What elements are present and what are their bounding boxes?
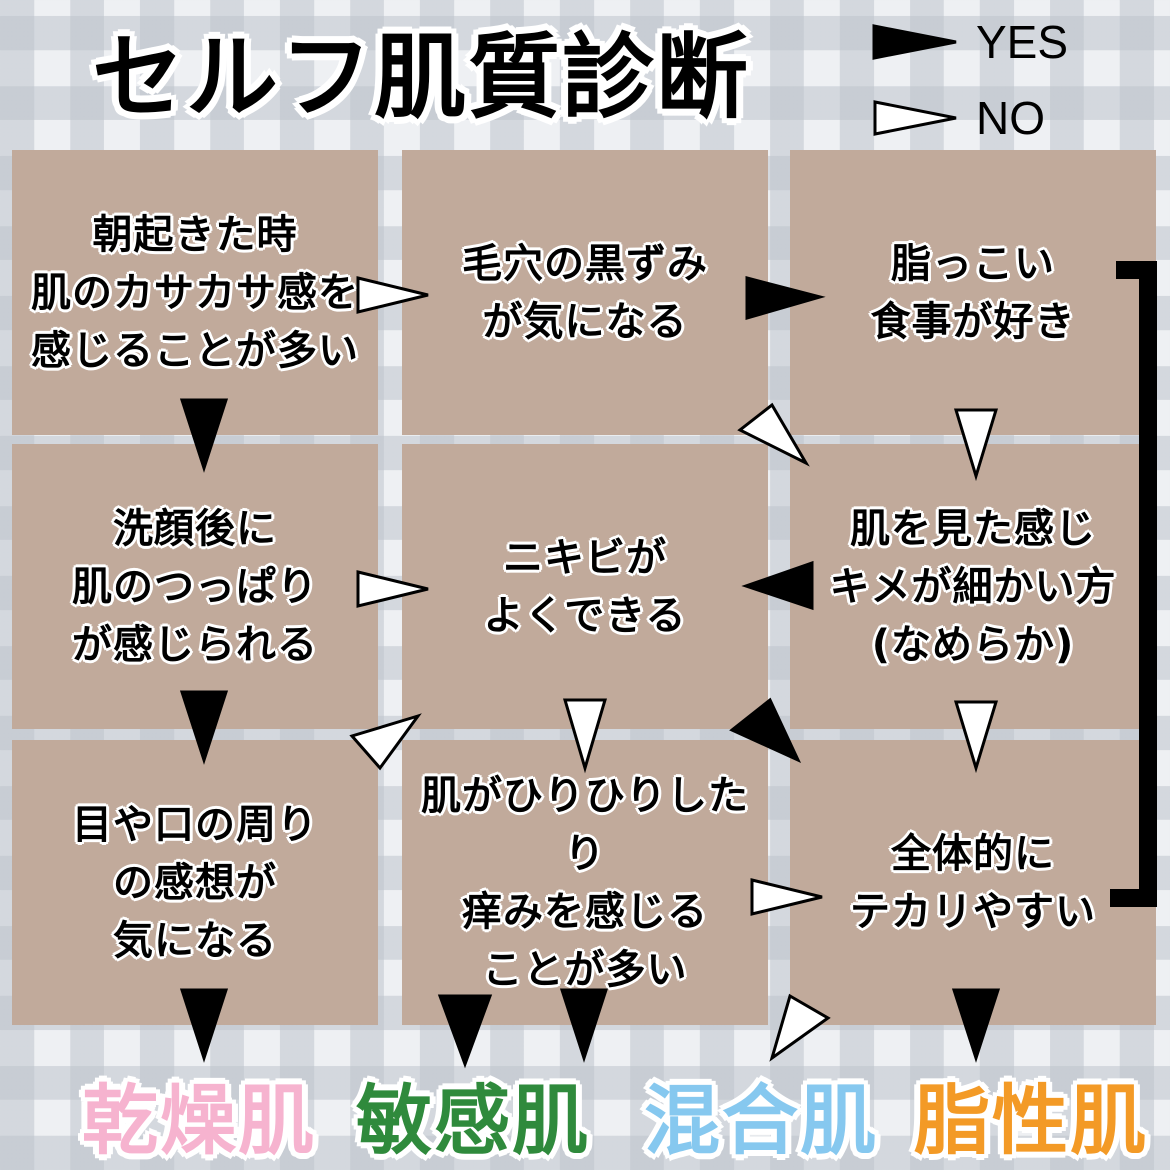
- legend-no: NO: [872, 88, 1162, 148]
- legend-yes: YES: [872, 12, 1162, 72]
- yes-arrow-icon: [559, 988, 609, 1063]
- question-box-q1[interactable]: 朝起きた時 肌のカサカサ感を 感じることが多い: [12, 150, 378, 435]
- no-arrow-icon: [356, 570, 429, 608]
- question-text: 全体的に テカリやすい: [850, 830, 1096, 935]
- no-arrow-icon: [953, 408, 999, 482]
- result-combination-skin: 混合肌: [644, 1076, 878, 1165]
- yes-arrow-icon: [872, 24, 957, 60]
- question-box-q4[interactable]: 洗顔後に 肌のつっぱり が感じられる: [12, 444, 378, 729]
- question-text: ニキビが よくできる: [483, 534, 687, 639]
- question-box-q7[interactable]: 目や口の周り の感想が 気になる: [12, 740, 378, 1025]
- yes-arrow-icon: [437, 994, 493, 1069]
- yes-bracket-line: [1110, 261, 1157, 907]
- no-arrow-icon: [769, 993, 831, 1062]
- question-box-q9[interactable]: 全体的に テカリやすい: [790, 740, 1156, 1025]
- no-arrow-icon: [356, 276, 429, 314]
- question-text: 肌を見た感じ キメが細かい方 (なめらか): [829, 505, 1117, 668]
- no-arrow-icon: [873, 100, 957, 136]
- yes-arrow-icon: [745, 276, 826, 320]
- question-box-q2[interactable]: 毛穴の黒ずみ が気になる: [402, 150, 768, 435]
- yes-arrow-icon: [741, 560, 814, 611]
- legend-no-label: NO: [976, 92, 1045, 144]
- yes-arrow-icon: [729, 697, 802, 764]
- yes-arrow-icon: [951, 988, 1001, 1063]
- legend-yes-label: YES: [976, 16, 1069, 68]
- result-oily-skin: 脂性肌: [914, 1076, 1148, 1165]
- question-text: 朝起きた時 肌のカサカサ感を 感じることが多い: [31, 211, 359, 374]
- question-box-q5[interactable]: ニキビが よくできる: [402, 444, 768, 729]
- no-arrow-icon: [562, 698, 608, 774]
- yes-arrow-icon: [179, 988, 229, 1063]
- question-box-q6[interactable]: 肌を見た感じ キメが細かい方 (なめらか): [790, 444, 1156, 729]
- yes-arrow-icon: [179, 398, 229, 473]
- question-box-q3[interactable]: 脂っこい 食事が好き: [790, 150, 1156, 435]
- question-box-q8[interactable]: 肌がひりひりしたり 痒みを感じる ことが多い: [402, 740, 768, 1025]
- question-text: 脂っこい 食事が好き: [870, 240, 1076, 345]
- result-dry-skin: 乾燥肌: [82, 1076, 316, 1165]
- no-arrow-icon: [737, 402, 810, 467]
- page-title: セルフ肌質診断: [92, 24, 751, 131]
- no-arrow-icon: [953, 700, 999, 774]
- question-text: 肌がひりひりしたり 痒みを感じる ことが多い: [421, 772, 749, 993]
- yes-arrow-icon: [179, 690, 229, 765]
- no-arrow-icon: [750, 878, 823, 916]
- question-text: 目や口の周り の感想が 気になる: [72, 801, 318, 964]
- question-text: 毛穴の黒ずみ が気になる: [462, 240, 708, 345]
- result-sensitive-skin: 敏感肌: [356, 1076, 590, 1165]
- question-text: 洗顔後に 肌のつっぱり が感じられる: [72, 505, 318, 668]
- no-arrow-icon: [349, 713, 422, 771]
